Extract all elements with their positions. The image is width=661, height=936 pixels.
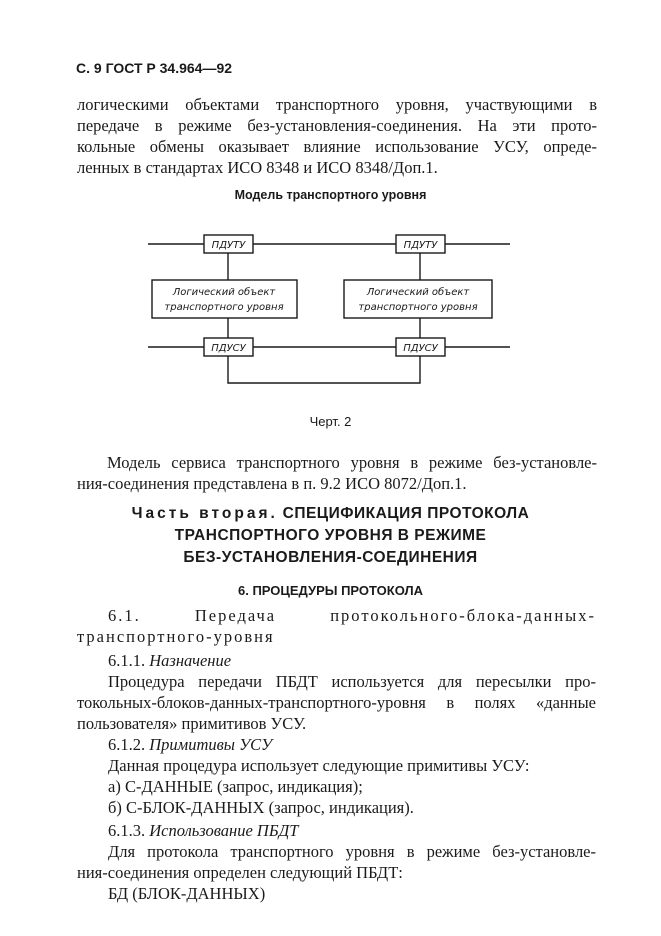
logical-object-right-line-2: транспортного уровня [358, 302, 477, 313]
pdutu-left-label: ПДУТУ [212, 240, 247, 251]
section-6-1-2-line-2: а) С-ДАННЫЕ (запрос, индикация); [108, 777, 363, 796]
section-6-1-2-number: 6.1.2. [108, 735, 146, 754]
intro-line-4: ленных в стандартах ИСО 8348 и ИСО 8348/… [77, 158, 438, 177]
section-6-1-1-line-3: пользователя» примитивов УСУ. [77, 714, 307, 733]
part-two-heading-line-2: ТРАНСПОРТНОГО УРОВНЯ В РЕЖИМЕ [174, 527, 487, 544]
section-6-1-1-heading: 6.1.1. Назначение [108, 650, 231, 671]
section-6-1-3-line-2: ния-соединения определен следующий ПБДТ: [77, 863, 403, 882]
section-6-1-2-line-1: Данная процедура использует следующие пр… [108, 756, 530, 775]
section-6-1-1-number: 6.1.1. [108, 651, 146, 670]
section-6-1-1-title: Назначение [149, 651, 232, 670]
section-6-1-2-line-3: б) С-БЛОК-ДАННЫХ (запрос, индикация). [108, 798, 414, 817]
section-6-1-1-line-2: токольных-блоков-данных-транспортного-ур… [77, 693, 596, 712]
logical-object-left-line-1: Логический объект [172, 286, 277, 298]
figure-title: Модель транспортного уровня [234, 188, 427, 202]
part-two-prefix: Часть вторая. [131, 505, 278, 522]
section-6-1-3-heading: 6.1.3. Использование ПБДТ [108, 820, 298, 841]
section-6-1-1-line-1: Процедура передачи ПБДТ используется для… [108, 672, 596, 691]
section-6-1-3-number: 6.1.3. [108, 821, 146, 840]
section-6-1-3-title: Использование ПБДТ [149, 821, 299, 840]
pdutu-right-label: ПДУТУ [404, 240, 439, 251]
section-6-title: 6. ПРОЦЕДУРЫ ПРОТОКОЛА [237, 583, 423, 598]
logical-object-right-box [343, 279, 493, 319]
page-header: С. 9 ГОСТ Р 34.964—92 [76, 60, 233, 76]
service-model-line-2: ния-соединения представлена в п. 9.2 ИСО… [77, 474, 467, 493]
part-two-heading-line-1: Часть вторая. СПЕЦИФИКАЦИЯ ПРОТОКОЛА [0, 505, 661, 523]
logical-object-left-box [151, 279, 298, 319]
section-6-1-2-title: Примитивы УСУ [149, 735, 273, 754]
figure-caption: Черт. 2 [309, 414, 352, 429]
section-6-1-3-line-1: Для протокола транспортного уровня в реж… [108, 842, 596, 861]
section-6-1-line-2: транспортного-уровня [77, 627, 275, 646]
pdusu-left-label: ПДУСУ [211, 343, 246, 354]
network-link [227, 356, 421, 384]
logical-object-left-line-2: транспортного уровня [164, 302, 283, 313]
intro-line-2: передаче в режиме без-установления-соеди… [77, 116, 597, 135]
intro-line-1: логическими объектами транспортного уров… [77, 95, 597, 114]
service-model-line-1: Модель сервиса транспортного уровня в ре… [107, 453, 597, 472]
pdusu-right-label: ПДУСУ [403, 343, 438, 354]
logical-object-right-line-1: Логический объект [366, 286, 471, 298]
intro-line-3: кольные обмены оказывает влияние использ… [77, 137, 597, 156]
section-6-1-3-line-3: БД (БЛОК-ДАННЫХ) [108, 884, 266, 903]
part-two-title-1: СПЕЦИФИКАЦИЯ ПРОТОКОЛА [282, 505, 530, 522]
transport-layer-diagram: ПДУТУ ПДУТУ Логический объект транспортн… [148, 234, 510, 384]
part-two-heading-line-3: БЕЗ-УСТАНОВЛЕНИЯ-СОЕДИНЕНИЯ [183, 549, 478, 566]
section-6-1-line-1: 6.1. Передача протокольного-блока-данных… [108, 606, 596, 625]
section-6-1-2-heading: 6.1.2. Примитивы УСУ [108, 734, 272, 755]
